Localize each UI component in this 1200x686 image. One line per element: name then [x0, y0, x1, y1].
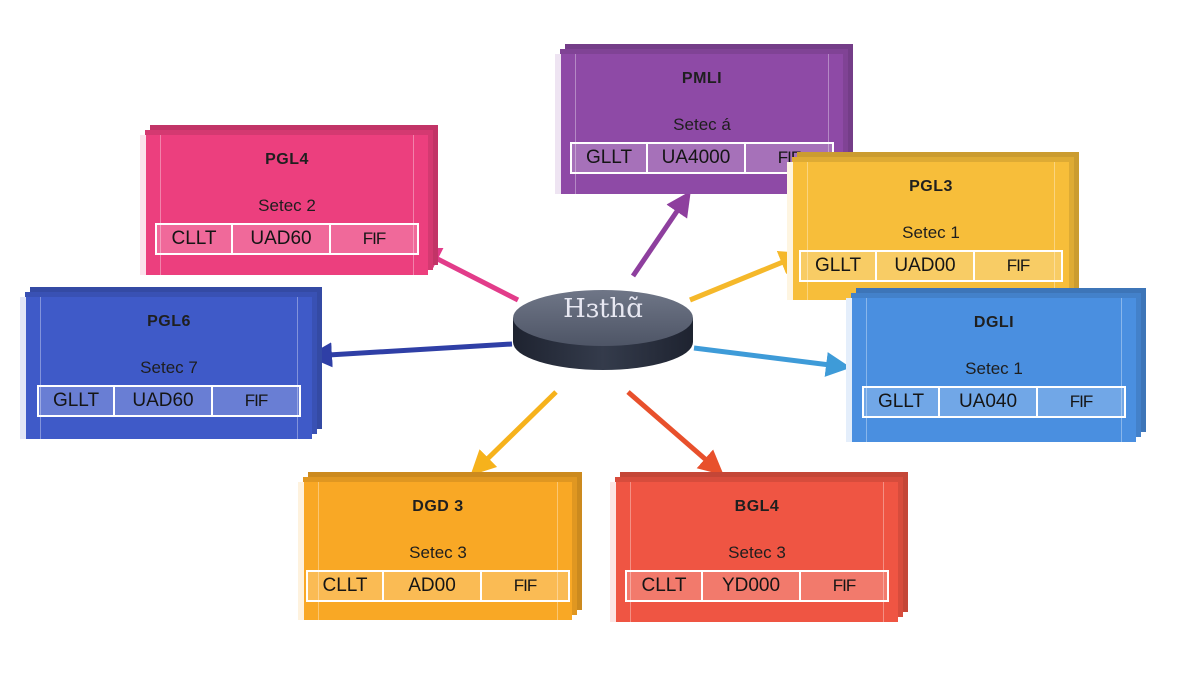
node-field-row: GLLT UAD00 FIF	[799, 250, 1063, 282]
arrow-to-pgl3	[689, 251, 805, 303]
field-flag: FIF	[1069, 392, 1094, 411]
node-subtitle: Setec 3	[728, 543, 786, 562]
node-field-row: CLLT UAD60 FIF	[155, 223, 419, 255]
field-flag: FIF	[832, 576, 857, 595]
node-field-row: GLLT UA040 FIF	[862, 386, 1126, 418]
arrow-to-pgl6	[307, 341, 513, 368]
field-flag: FIF	[362, 229, 387, 248]
field-value: UAD60	[115, 387, 213, 415]
field-value: AD00	[384, 572, 482, 600]
node-pgl3[interactable]: PGL3 Setec 1 GLLT UAD00 FIF	[787, 152, 1079, 300]
node-subtitle: Setec á	[673, 115, 731, 134]
node-title: PGL3	[909, 178, 953, 195]
field-value: UAD60	[233, 225, 331, 253]
field-flag: FIF	[1006, 256, 1031, 275]
field-code: GLLT	[572, 144, 648, 172]
arrow-to-pmli	[630, 190, 691, 278]
node-title: BGL4	[734, 498, 780, 515]
node-subtitle: Setec 2	[258, 196, 316, 215]
field-value: YD000	[703, 572, 801, 600]
node-field-row: CLLT YD000 FIF	[625, 570, 889, 602]
node-pgl6[interactable]: PGL6 Setec 7 GLLT UAD60 FIF	[20, 287, 322, 439]
node-dgd3[interactable]: DGD 3 Setec 3 CLLT AD00 FIF	[298, 472, 582, 620]
node-dgli[interactable]: DGLI Setec 1 GLLT UA040 FIF	[846, 288, 1146, 442]
node-title: PGL6	[147, 313, 191, 330]
field-code: GLLT	[39, 387, 115, 415]
node-subtitle: Setec 1	[965, 359, 1023, 378]
node-subtitle: Setec 3	[409, 543, 467, 562]
field-value: UA040	[940, 388, 1038, 416]
field-code: CLLT	[157, 225, 233, 253]
field-value: UAD00	[877, 252, 975, 280]
field-code: CLLT	[308, 572, 384, 600]
arrow-to-bgl4	[626, 390, 724, 476]
field-value: UA4000	[648, 144, 746, 172]
node-subtitle: Setec 1	[902, 223, 960, 242]
node-title: PGL4	[265, 151, 309, 168]
hub-cylinder-icon	[513, 290, 693, 370]
field-code: GLLT	[864, 388, 940, 416]
node-title: PMLI	[681, 70, 723, 87]
field-flag: FIF	[513, 576, 538, 595]
field-flag: FIF	[244, 391, 269, 410]
arrow-to-dgd3	[470, 390, 558, 476]
field-code: GLLT	[801, 252, 877, 280]
node-title: DGLI	[973, 314, 1015, 331]
hub-label: Hɜthɑ̃	[563, 294, 643, 324]
arrow-to-dgli	[693, 345, 851, 377]
field-code: CLLT	[627, 572, 703, 600]
node-field-row: CLLT AD00 FIF	[306, 570, 570, 602]
node-field-row: GLLT UAD60 FIF	[37, 385, 301, 417]
node-pgl4[interactable]: PGL4 Setec 2 CLLT UAD60 FIF	[140, 125, 438, 275]
node-subtitle: Setec 7	[140, 358, 198, 377]
node-bgl4[interactable]: BGL4 Setec 3 CLLT YD000 FIF	[610, 472, 908, 622]
hub-node[interactable]: Hɜthɑ̃	[510, 280, 696, 376]
node-title: DGD 3	[412, 498, 464, 515]
